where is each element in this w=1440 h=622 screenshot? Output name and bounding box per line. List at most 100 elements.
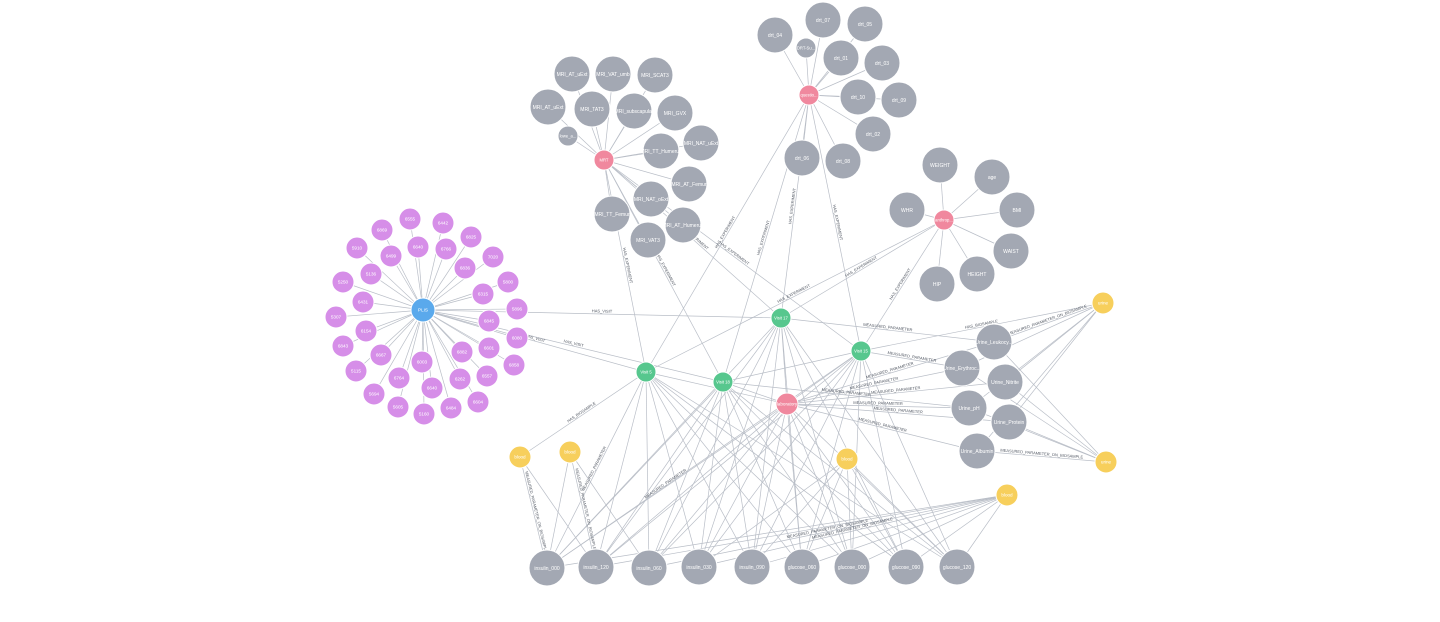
node-parameter-q10[interactable]: drt_06 <box>783 139 821 177</box>
node-patient-p13[interactable]: 5800 <box>496 270 520 294</box>
node-circle[interactable] <box>933 209 955 231</box>
node-sample-s2[interactable]: blood <box>558 440 582 464</box>
node-circle[interactable] <box>331 270 355 294</box>
node-circle[interactable] <box>477 309 501 333</box>
node-circle[interactable] <box>992 232 1030 270</box>
edge-v5-anthro[interactable] <box>645 219 945 373</box>
node-parameter-a6[interactable]: HIP <box>918 265 956 303</box>
edge-v15-b4[interactable] <box>698 350 862 568</box>
edge-plus-p31[interactable] <box>373 309 424 395</box>
node-patient-p1[interactable]: 6555 <box>398 207 422 231</box>
node-parameter-u2[interactable]: Urine_Erythroc... <box>943 349 981 387</box>
edge-plus-p2[interactable] <box>422 222 444 311</box>
node-parameter-u1[interactable]: Urine_Leukocy... <box>975 323 1013 361</box>
node-patient-p9[interactable]: 7020 <box>481 245 505 269</box>
node-parameter-m7[interactable]: MRI_GVX <box>656 94 694 132</box>
edge-b1-s2[interactable] <box>546 451 571 569</box>
node-patient-p15[interactable]: 6315 <box>471 282 495 306</box>
node-circle[interactable] <box>466 390 490 414</box>
node-patient-p27[interactable]: 6764 <box>387 366 411 390</box>
node-circle[interactable] <box>975 323 1013 361</box>
node-circle[interactable] <box>670 165 708 203</box>
node-parameter-q11[interactable]: drt_08 <box>824 142 862 180</box>
node-circle[interactable] <box>635 361 657 383</box>
node-circle[interactable] <box>775 392 799 416</box>
edge-v5-quest[interactable] <box>645 94 810 373</box>
edge-v5-b6[interactable] <box>645 371 803 568</box>
node-circle[interactable] <box>410 350 434 374</box>
node-circle[interactable] <box>370 218 394 242</box>
node-parameter-b8[interactable]: glucose_090 <box>887 548 925 586</box>
node-circle[interactable] <box>642 132 680 170</box>
node-circle[interactable] <box>664 206 702 244</box>
node-circle[interactable] <box>387 366 411 390</box>
edge-u6-s6[interactable] <box>976 450 1107 463</box>
node-circle[interactable] <box>448 367 472 391</box>
edge-lab-b5[interactable] <box>751 403 788 568</box>
node-circle[interactable] <box>439 396 463 420</box>
edge-v17-u1[interactable] <box>780 317 995 343</box>
node-patient-p22[interactable]: 6667 <box>369 343 393 367</box>
edge-plus-p26[interactable] <box>355 309 424 372</box>
edge-v15-anthro[interactable] <box>860 219 945 352</box>
node-circle[interactable] <box>656 94 694 132</box>
node-patient-p11[interactable]: 6836 <box>453 256 477 280</box>
node-circle[interactable] <box>629 221 667 259</box>
node-parameter-b6[interactable]: glucose_060 <box>783 548 821 586</box>
edge-v15-b6[interactable] <box>801 350 862 568</box>
node-parameter-q3[interactable]: drt_05 <box>846 5 884 43</box>
node-circle[interactable] <box>783 548 821 586</box>
node-circle[interactable] <box>558 440 582 464</box>
edge-u3-s6[interactable] <box>1004 381 1107 463</box>
node-patient-p12[interactable]: 5250 <box>331 270 355 294</box>
node-patient-p3[interactable]: 6869 <box>370 218 394 242</box>
node-circle[interactable] <box>863 44 901 82</box>
edge-b6-s3[interactable] <box>801 458 848 568</box>
node-circle[interactable] <box>593 149 615 171</box>
node-circle[interactable] <box>434 237 458 261</box>
edge-v15-b8[interactable] <box>860 350 907 568</box>
node-parameter-q9[interactable]: drt_02 <box>854 115 892 153</box>
node-experiment-lab[interactable]: laboratory <box>775 392 799 416</box>
node-patient-p10[interactable]: 5136 <box>359 262 383 286</box>
node-circle[interactable] <box>950 389 988 427</box>
edge-lab-u4[interactable] <box>786 403 970 409</box>
node-circle[interactable] <box>398 207 422 231</box>
node-patient-p7[interactable]: 6499 <box>379 244 403 268</box>
edge-u2-s6[interactable] <box>961 367 1107 463</box>
node-patient-p28[interactable]: 6003 <box>410 350 434 374</box>
edge-v15-s5[interactable] <box>860 302 1104 352</box>
node-circle[interactable] <box>505 297 529 321</box>
edge-v15-b1[interactable] <box>546 350 862 569</box>
node-sample-s4[interactable]: blood <box>995 483 1019 507</box>
node-circle[interactable] <box>958 255 996 293</box>
node-patient-p26[interactable]: 5115 <box>344 359 368 383</box>
node-patient-p30[interactable]: 6557 <box>475 364 499 388</box>
node-circle[interactable] <box>453 256 477 280</box>
node-parameter-b7[interactable]: glucose_000 <box>833 548 871 586</box>
node-circle[interactable] <box>680 548 718 586</box>
node-circle[interactable] <box>386 395 410 419</box>
edge-u5-s5[interactable] <box>1008 302 1104 423</box>
node-circle[interactable] <box>995 483 1019 507</box>
edge-v5-b7[interactable] <box>645 371 853 568</box>
edge-v15-b9[interactable] <box>860 350 958 568</box>
edge-lab-b8[interactable] <box>786 403 907 568</box>
node-circle[interactable] <box>833 548 871 586</box>
node-circle[interactable] <box>528 549 566 587</box>
node-circle[interactable] <box>783 139 821 177</box>
node-circle[interactable] <box>406 235 430 259</box>
node-visit-v17[interactable]: Visit 17 <box>770 307 792 329</box>
edge-b6-s4[interactable] <box>801 494 1008 568</box>
edge-v5-mri[interactable] <box>603 159 647 373</box>
edge-plus-v18[interactable] <box>422 309 724 383</box>
node-circle[interactable] <box>824 142 862 180</box>
node-circle[interactable] <box>577 548 615 586</box>
node-circle[interactable] <box>1094 450 1118 474</box>
node-circle[interactable] <box>958 432 996 470</box>
node-circle[interactable] <box>986 363 1024 401</box>
node-circle[interactable] <box>351 290 375 314</box>
node-circle[interactable] <box>420 376 444 400</box>
node-circle[interactable] <box>354 319 378 343</box>
node-circle[interactable] <box>712 371 734 393</box>
